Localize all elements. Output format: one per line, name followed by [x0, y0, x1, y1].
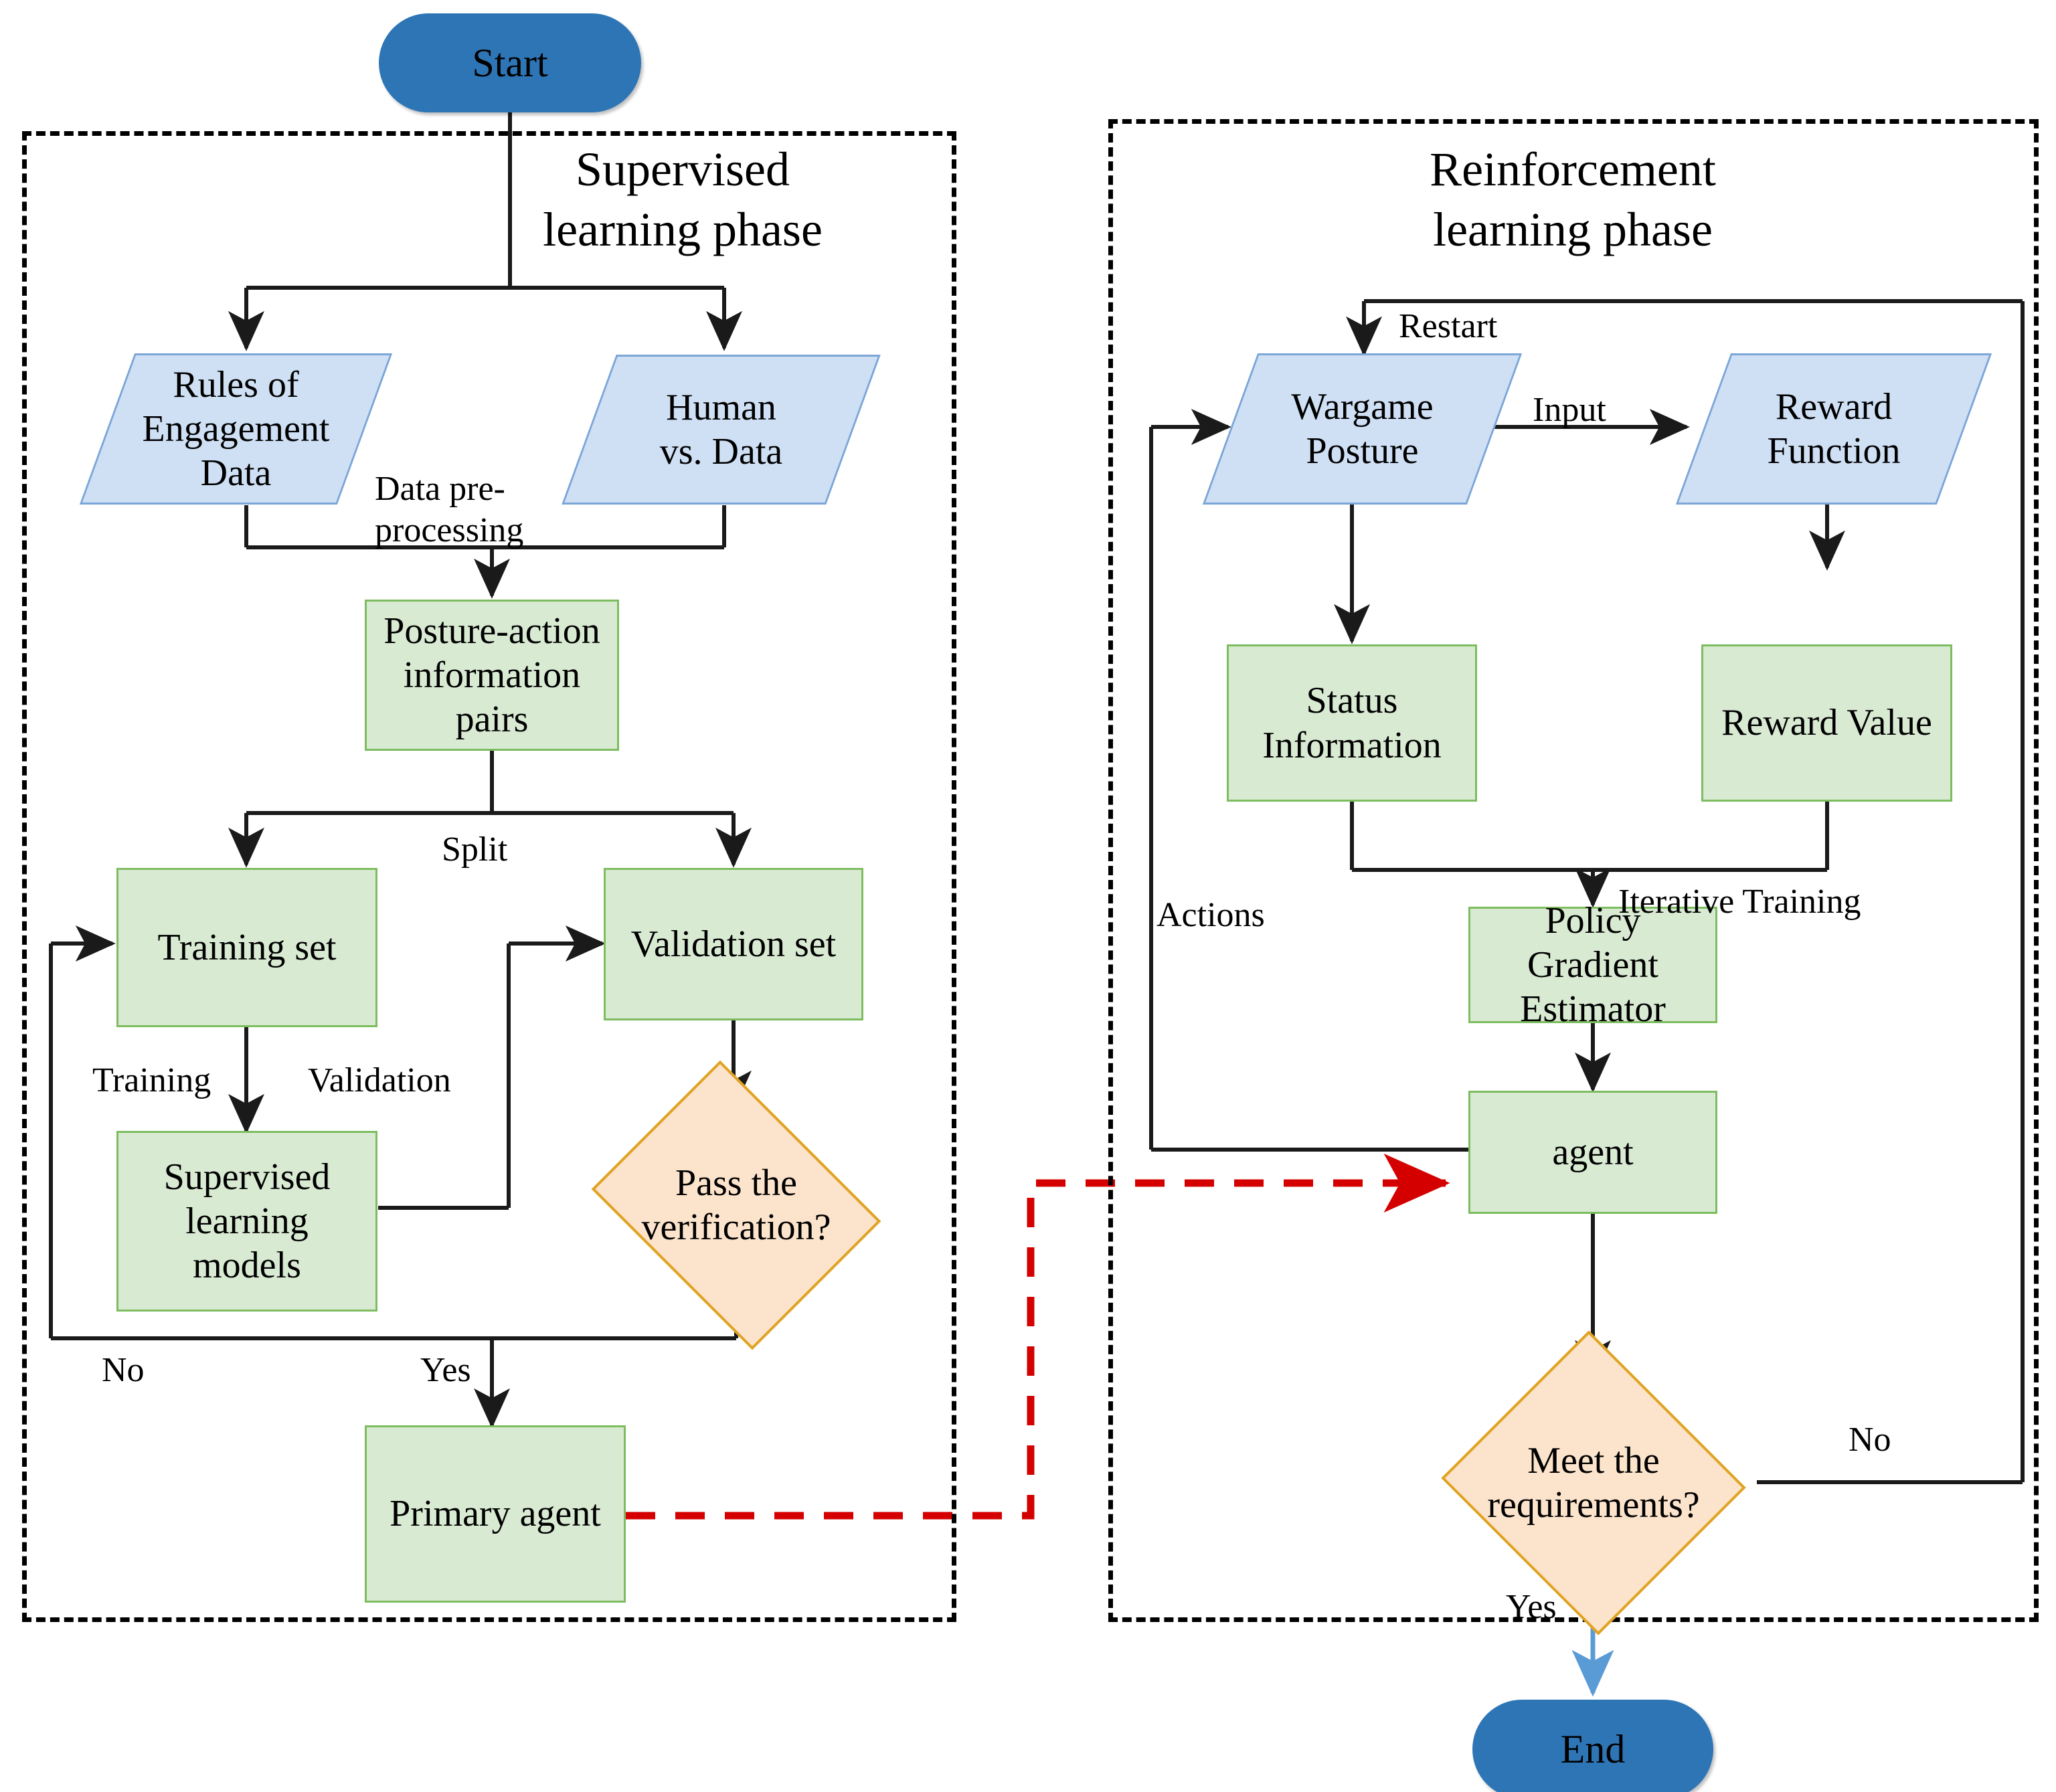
node-reward-function[interactable]: Reward Function [1675, 353, 1992, 505]
reinforcement-phase-title: Reinforcement learning phase [1430, 143, 1716, 256]
node-label: Meet the requirements? [1487, 1439, 1700, 1526]
node-label: Pass the verification? [641, 1162, 831, 1248]
node-posture-action-pairs[interactable]: Posture-action information pairs [365, 600, 619, 751]
node-reward-value[interactable]: Reward Value [1701, 644, 1952, 802]
edge-label-input: Input [1533, 391, 1606, 429]
node-agent[interactable]: agent [1468, 1091, 1717, 1214]
node-supervised-learning-models[interactable]: Supervised learning models [116, 1131, 377, 1312]
edge-label-yes-right: Yes [1506, 1588, 1557, 1626]
edge-label-validation: Validation [308, 1061, 451, 1099]
edge-label-data-preprocessing: Data pre- processing [375, 470, 524, 550]
node-human-vs-data[interactable]: Human vs. Data [562, 355, 881, 505]
edge-label-actions: Actions [1156, 896, 1265, 934]
edge-label-split: Split [442, 830, 508, 869]
node-meet-requirements[interactable]: Meet the requirements? [1441, 1330, 1746, 1635]
node-label: Human vs. Data [659, 386, 783, 472]
edge-label-yes-left: Yes [420, 1351, 471, 1389]
node-status-information[interactable]: Status Information [1227, 644, 1477, 802]
reinforcement-phase-container [1108, 119, 2039, 1622]
node-policy-gradient-estimator[interactable]: Policy Gradient Estimator [1468, 900, 1717, 1030]
node-pass-verification[interactable]: Pass the verification? [591, 1060, 881, 1350]
node-training-set[interactable]: Training set [116, 868, 377, 1027]
edge-label-training: Training [92, 1061, 211, 1099]
edge-label-no-right: No [1849, 1421, 1891, 1459]
edge-label-no-left: No [102, 1351, 145, 1389]
node-label: Reward Function [1767, 385, 1901, 472]
node-primary-agent[interactable]: Primary agent [365, 1425, 626, 1603]
supervised-phase-title: Supervised learning phase [543, 143, 823, 256]
node-label: Wargame Posture [1291, 385, 1434, 472]
edge-label-restart: Restart [1399, 307, 1498, 345]
edge-label-iterative-training: Iterative Training [1618, 883, 1861, 921]
node-label: Rules of Engagement Data [142, 363, 330, 495]
node-end[interactable]: End [1472, 1700, 1713, 1792]
node-wargame-posture[interactable]: Wargame Posture [1202, 353, 1523, 505]
node-validation-set[interactable]: Validation set [604, 868, 863, 1020]
node-rules-of-engagement-data[interactable]: Rules of Engagement Data [79, 353, 393, 505]
node-start[interactable]: Start [379, 13, 641, 112]
supervised-phase-container [22, 131, 956, 1622]
